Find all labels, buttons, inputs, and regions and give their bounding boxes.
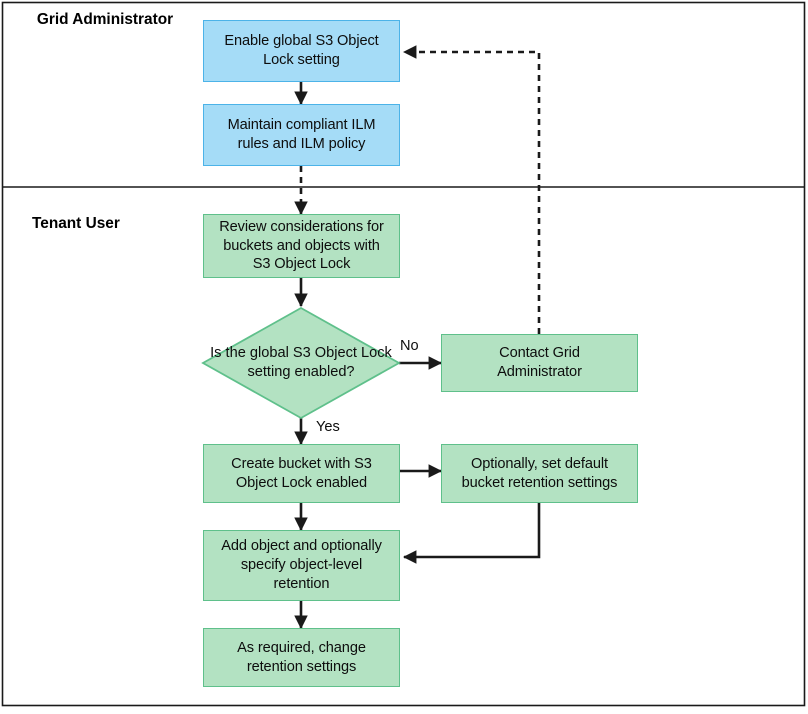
edge-label-yes: Yes (316, 419, 340, 435)
node-review-considerations-line1: Review considerations for (219, 218, 384, 235)
node-set-default-bucket-retention-line1: Optionally, set default (471, 455, 608, 472)
node-review-considerations[interactable]: Review considerations for buckets and ob… (203, 214, 400, 278)
edge-label-no: No (400, 338, 419, 354)
node-create-bucket-line1: Create bucket with S3 (231, 455, 372, 472)
node-set-default-bucket-retention[interactable]: Optionally, set default bucket retention… (441, 444, 638, 503)
node-contact-grid-administrator-line2: Administrator (497, 364, 582, 380)
node-contact-grid-administrator-line1: Contact Grid (499, 345, 580, 362)
lane-label-grid-administrator-line2: Administrator (72, 11, 174, 28)
connector-default-retention-to-addobject (402, 503, 541, 564)
node-add-object-line1: Add object and optionally (221, 538, 382, 555)
node-enable-global-s3-object-lock[interactable]: Enable global S3 Object Lock setting (203, 20, 400, 82)
node-create-bucket[interactable]: Create bucket with S3 Object Lock enable… (203, 444, 400, 503)
node-create-bucket-line2: Object Lock enabled (235, 474, 368, 491)
node-add-object-line3: retention (273, 575, 330, 592)
node-review-considerations-line3: S3 Object Lock (252, 256, 351, 273)
node-change-retention-settings-line2: retention settings (246, 658, 357, 675)
node-set-default-bucket-retention-line2: bucket retention settings (461, 474, 618, 491)
node-add-object[interactable]: Add object and optionally specify object… (203, 530, 400, 601)
node-change-retention-settings[interactable]: As required, change retention settings (203, 628, 400, 687)
node-enable-global-s3-object-lock-line1: Enable global S3 Object (224, 33, 379, 50)
node-contact-grid-administrator[interactable]: Contact Grid Administrator (441, 334, 638, 392)
lane-label-grid-administrator: Grid Administrator (22, 10, 188, 30)
node-add-object-line2: specify object-level (240, 557, 363, 574)
node-change-retention-settings-line1: As required, change (237, 639, 366, 656)
node-is-global-setting-enabled-line3: setting enabled? (247, 364, 355, 380)
node-is-global-setting-enabled[interactable]: Is the global S3 Object Lock setting ena… (203, 308, 399, 418)
node-is-global-setting-enabled-line2: S3 Object Lock (292, 345, 392, 362)
lane-label-grid-administrator-line1: Grid (36, 11, 69, 28)
node-review-considerations-line2: buckets and objects with (223, 237, 380, 254)
node-enable-global-s3-object-lock-line2: Lock setting (263, 52, 340, 68)
node-maintain-compliant-ilm-line1: Maintain compliant ILM (227, 117, 376, 134)
lane-label-tenant-user-line1: Tenant User (32, 215, 120, 232)
node-maintain-compliant-ilm-line2: rules and ILM policy (237, 136, 366, 152)
lane-label-tenant-user: Tenant User (32, 214, 198, 234)
connector-contact-to-enable (402, 45, 541, 334)
node-is-global-setting-enabled-line1: Is the global (210, 345, 289, 362)
decision-diamond-shape (201, 306, 401, 420)
node-maintain-compliant-ilm[interactable]: Maintain compliant ILM rules and ILM pol… (203, 104, 400, 166)
